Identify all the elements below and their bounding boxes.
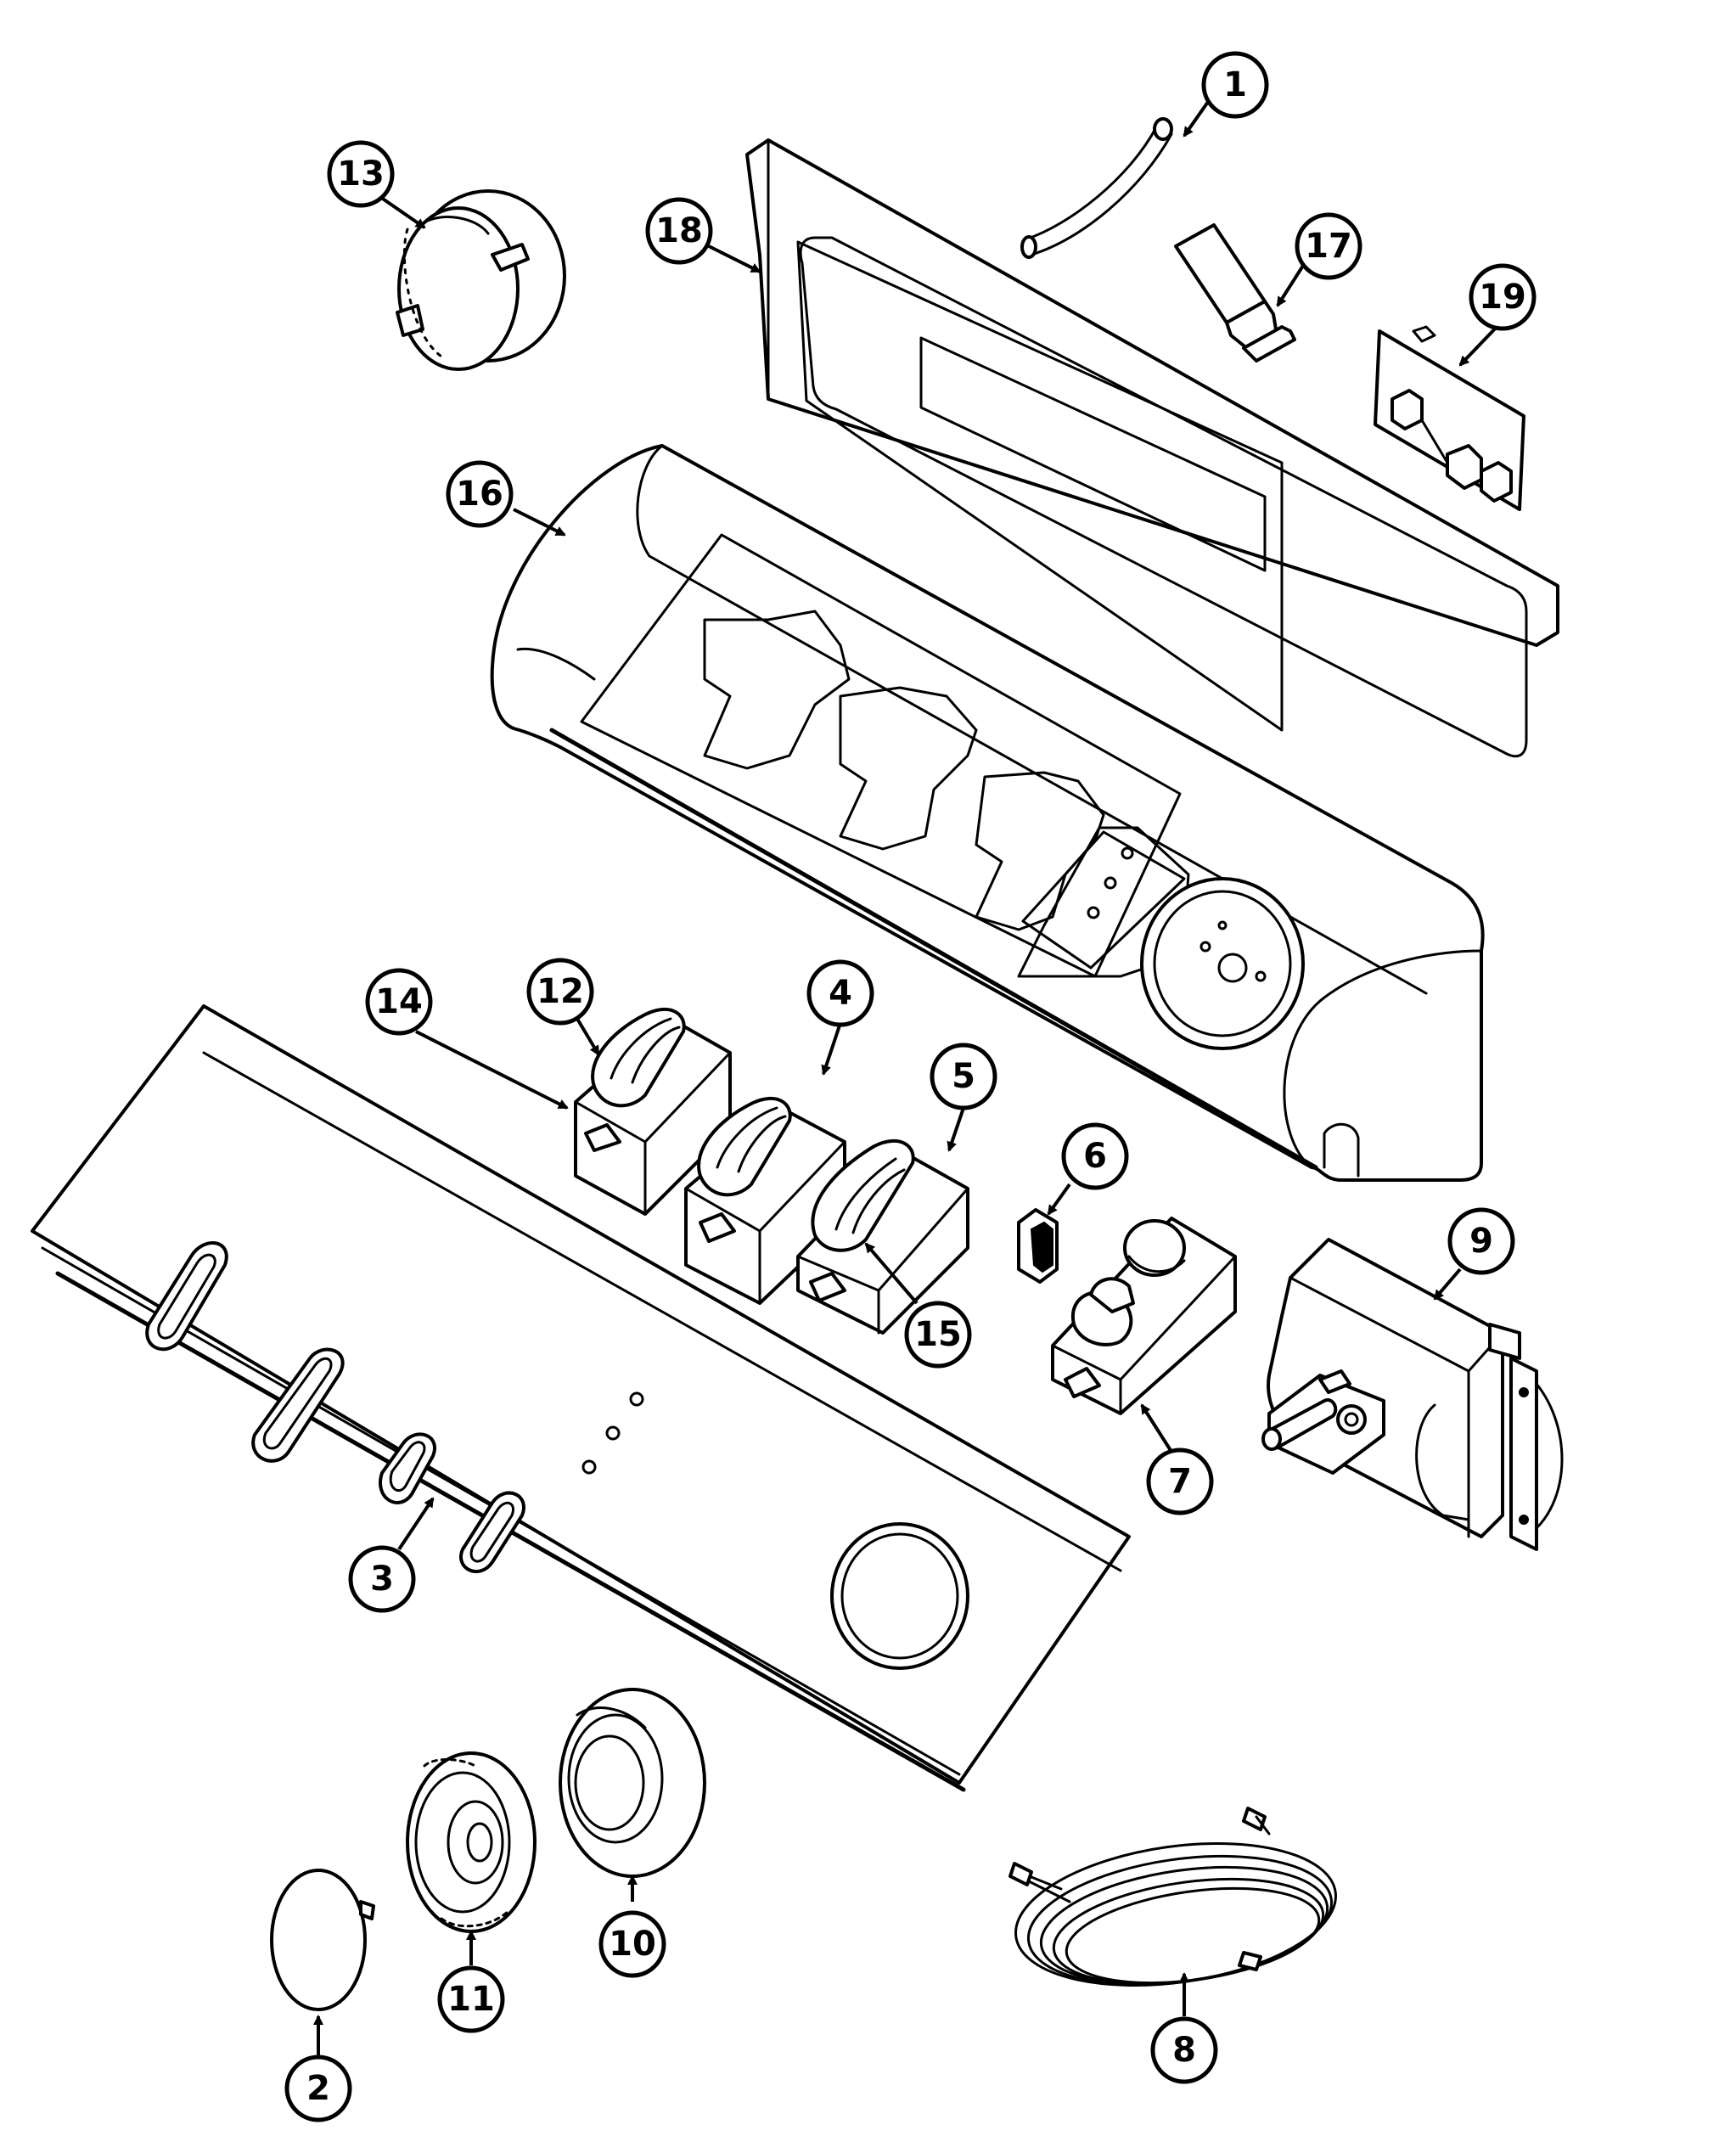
svg-text:3: 3 [370,1560,394,1599]
rear-panel [745,138,1559,758]
svg-text:17: 17 [1305,227,1352,266]
svg-text:2: 2 [306,2069,330,2108]
leader-lines [313,100,1503,2060]
svg-text:14: 14 [375,982,423,1021]
callout-1: 1 [1201,51,1269,119]
svg-text:13: 13 [337,155,385,194]
callout-12: 12 [526,958,594,1026]
svg-text:8: 8 [1172,2031,1196,2070]
double-switch [1051,1217,1237,1415]
knob-skirt [559,1688,706,1878]
svg-text:6: 6 [1083,1137,1107,1176]
svg-text:16: 16 [456,475,503,514]
svg-text:4: 4 [829,974,852,1013]
svg-text:12: 12 [537,972,584,1011]
front-control-panel [31,1004,1131,1792]
wire-harness [1008,1807,1337,1987]
console-housing [490,444,1485,1182]
callout-13: 13 [327,140,395,208]
callout-5: 5 [930,1043,997,1110]
svg-text:19: 19 [1479,278,1526,317]
callout-18: 18 [645,197,713,265]
callout-10: 10 [598,1910,666,1978]
callout-2: 2 [284,2055,352,2122]
svg-text:7: 7 [1168,1462,1192,1501]
pressure-switch [396,189,566,371]
callout-8: 8 [1150,2016,1218,2084]
callout-19: 19 [1469,263,1537,331]
callout-11: 11 [437,1965,505,2033]
svg-text:1: 1 [1223,65,1247,104]
callout-15: 15 [904,1301,972,1369]
knob [406,1751,537,1933]
callout-14: 14 [365,968,433,1036]
hose [1020,117,1173,259]
svg-text:9: 9 [1469,1222,1493,1261]
callout-6: 6 [1061,1122,1129,1190]
callout-17: 17 [1295,212,1362,280]
callout-3: 3 [348,1545,416,1613]
svg-text:10: 10 [609,1925,656,1964]
cap [270,1869,375,2011]
switch-assembly-a [574,1008,732,1216]
timer [1261,1238,1564,1551]
clip [1017,1208,1059,1284]
svg-text:11: 11 [447,1980,495,2019]
svg-text:18: 18 [655,211,703,250]
callout-7: 7 [1146,1448,1214,1515]
callout-4: 4 [806,959,874,1027]
svg-text:15: 15 [914,1315,962,1354]
control-board [1374,325,1525,511]
svg-text:5: 5 [952,1057,975,1096]
bracket [1174,223,1296,363]
switch-assembly-c [796,1139,969,1335]
callout-16: 16 [446,460,514,528]
callout-9: 9 [1447,1207,1515,1275]
